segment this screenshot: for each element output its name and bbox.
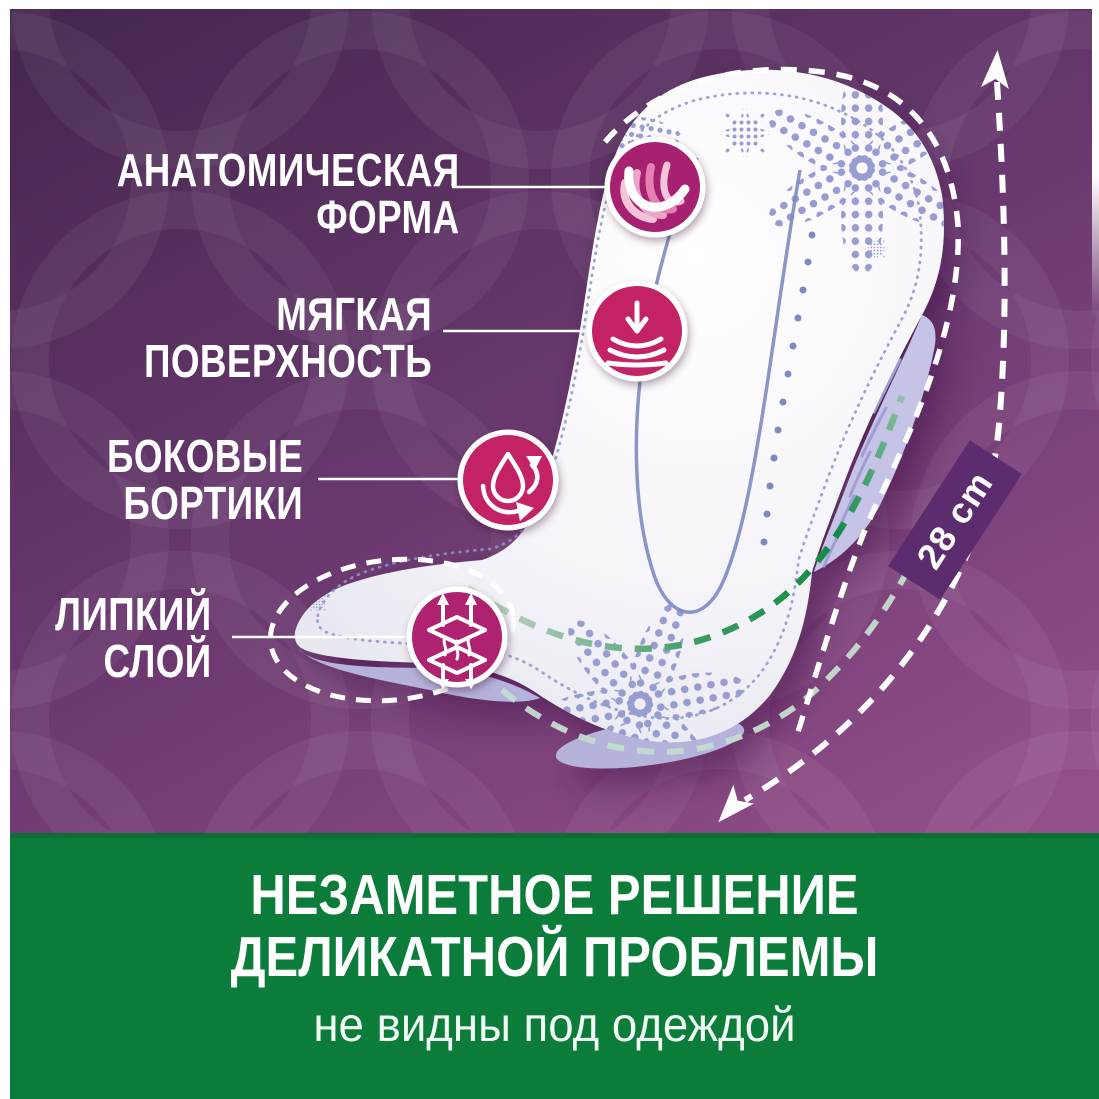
- label-line: ЛИПКИЙ: [55, 588, 212, 640]
- frame-edge-right: [1092, 0, 1099, 320]
- channel-dots: [760, 231, 816, 546]
- bottom-banner: НЕЗАМЕТНОЕ РЕШЕНИЕ ДЕЛИКАТНОЙ ПРОБЛЕМЫ н…: [10, 833, 1099, 1099]
- pad-side-ruffles: [814, 315, 936, 572]
- banner-title-line2: ДЕЛИКАТНОЙ ПРОБЛЕМЫ: [230, 925, 879, 989]
- press-down-icon: [586, 280, 688, 382]
- callout-lines: [232, 185, 606, 639]
- banner-title: НЕЗАМЕТНОЕ РЕШЕНИЕ ДЕЛИКАТНОЙ ПРОБЛЕМЫ: [86, 864, 1023, 988]
- label-line: ФОРМА: [316, 191, 460, 243]
- feature-label-side-barriers: БОКОВЫЕ БОРТИКИ: [107, 433, 303, 527]
- fan-petals-icon: [604, 136, 706, 238]
- background-pattern: [0, 0, 1099, 833]
- elastic-line-mint: [500, 520, 935, 755]
- label-line: СЛОЙ: [103, 635, 212, 687]
- label-line: МЯГКАЯ: [276, 288, 432, 340]
- banner-title-line1: НЕЗАМЕТНОЕ РЕШЕНИЕ: [250, 863, 859, 927]
- pad-group: [294, 69, 944, 769]
- adhesive-area-ellipse: [267, 556, 517, 704]
- label-line: БОРТИКИ: [123, 477, 303, 529]
- frame-edge-top: [0, 0, 1099, 9]
- label-line: ПОВЕРХНОСТЬ: [143, 335, 432, 387]
- frame-edge-left: [0, 0, 10, 1099]
- feature-label-adhesive-layer: ЛИПКИЙ СЛОЙ: [56, 591, 212, 685]
- pad-underside-left: [298, 648, 540, 702]
- label-line: БОКОВЫЕ: [106, 430, 303, 482]
- layers-arrows-icon: [406, 586, 508, 689]
- feature-label-anatomical-shape: АНАТОМИЧЕСКАЯ ФОРМА: [117, 147, 460, 241]
- feature-label-soft-surface: МЯГКАЯ ПОВЕРХНОСТЬ: [144, 291, 432, 385]
- elastic-line-dark-green: [466, 394, 906, 653]
- pad-outline-dashed: [602, 66, 961, 733]
- banner-subtitle: не видны под одеждой: [313, 999, 796, 1052]
- droplet-arrows-icon: [457, 429, 559, 531]
- label-line: АНАТОМИЧЕСКАЯ: [117, 144, 460, 196]
